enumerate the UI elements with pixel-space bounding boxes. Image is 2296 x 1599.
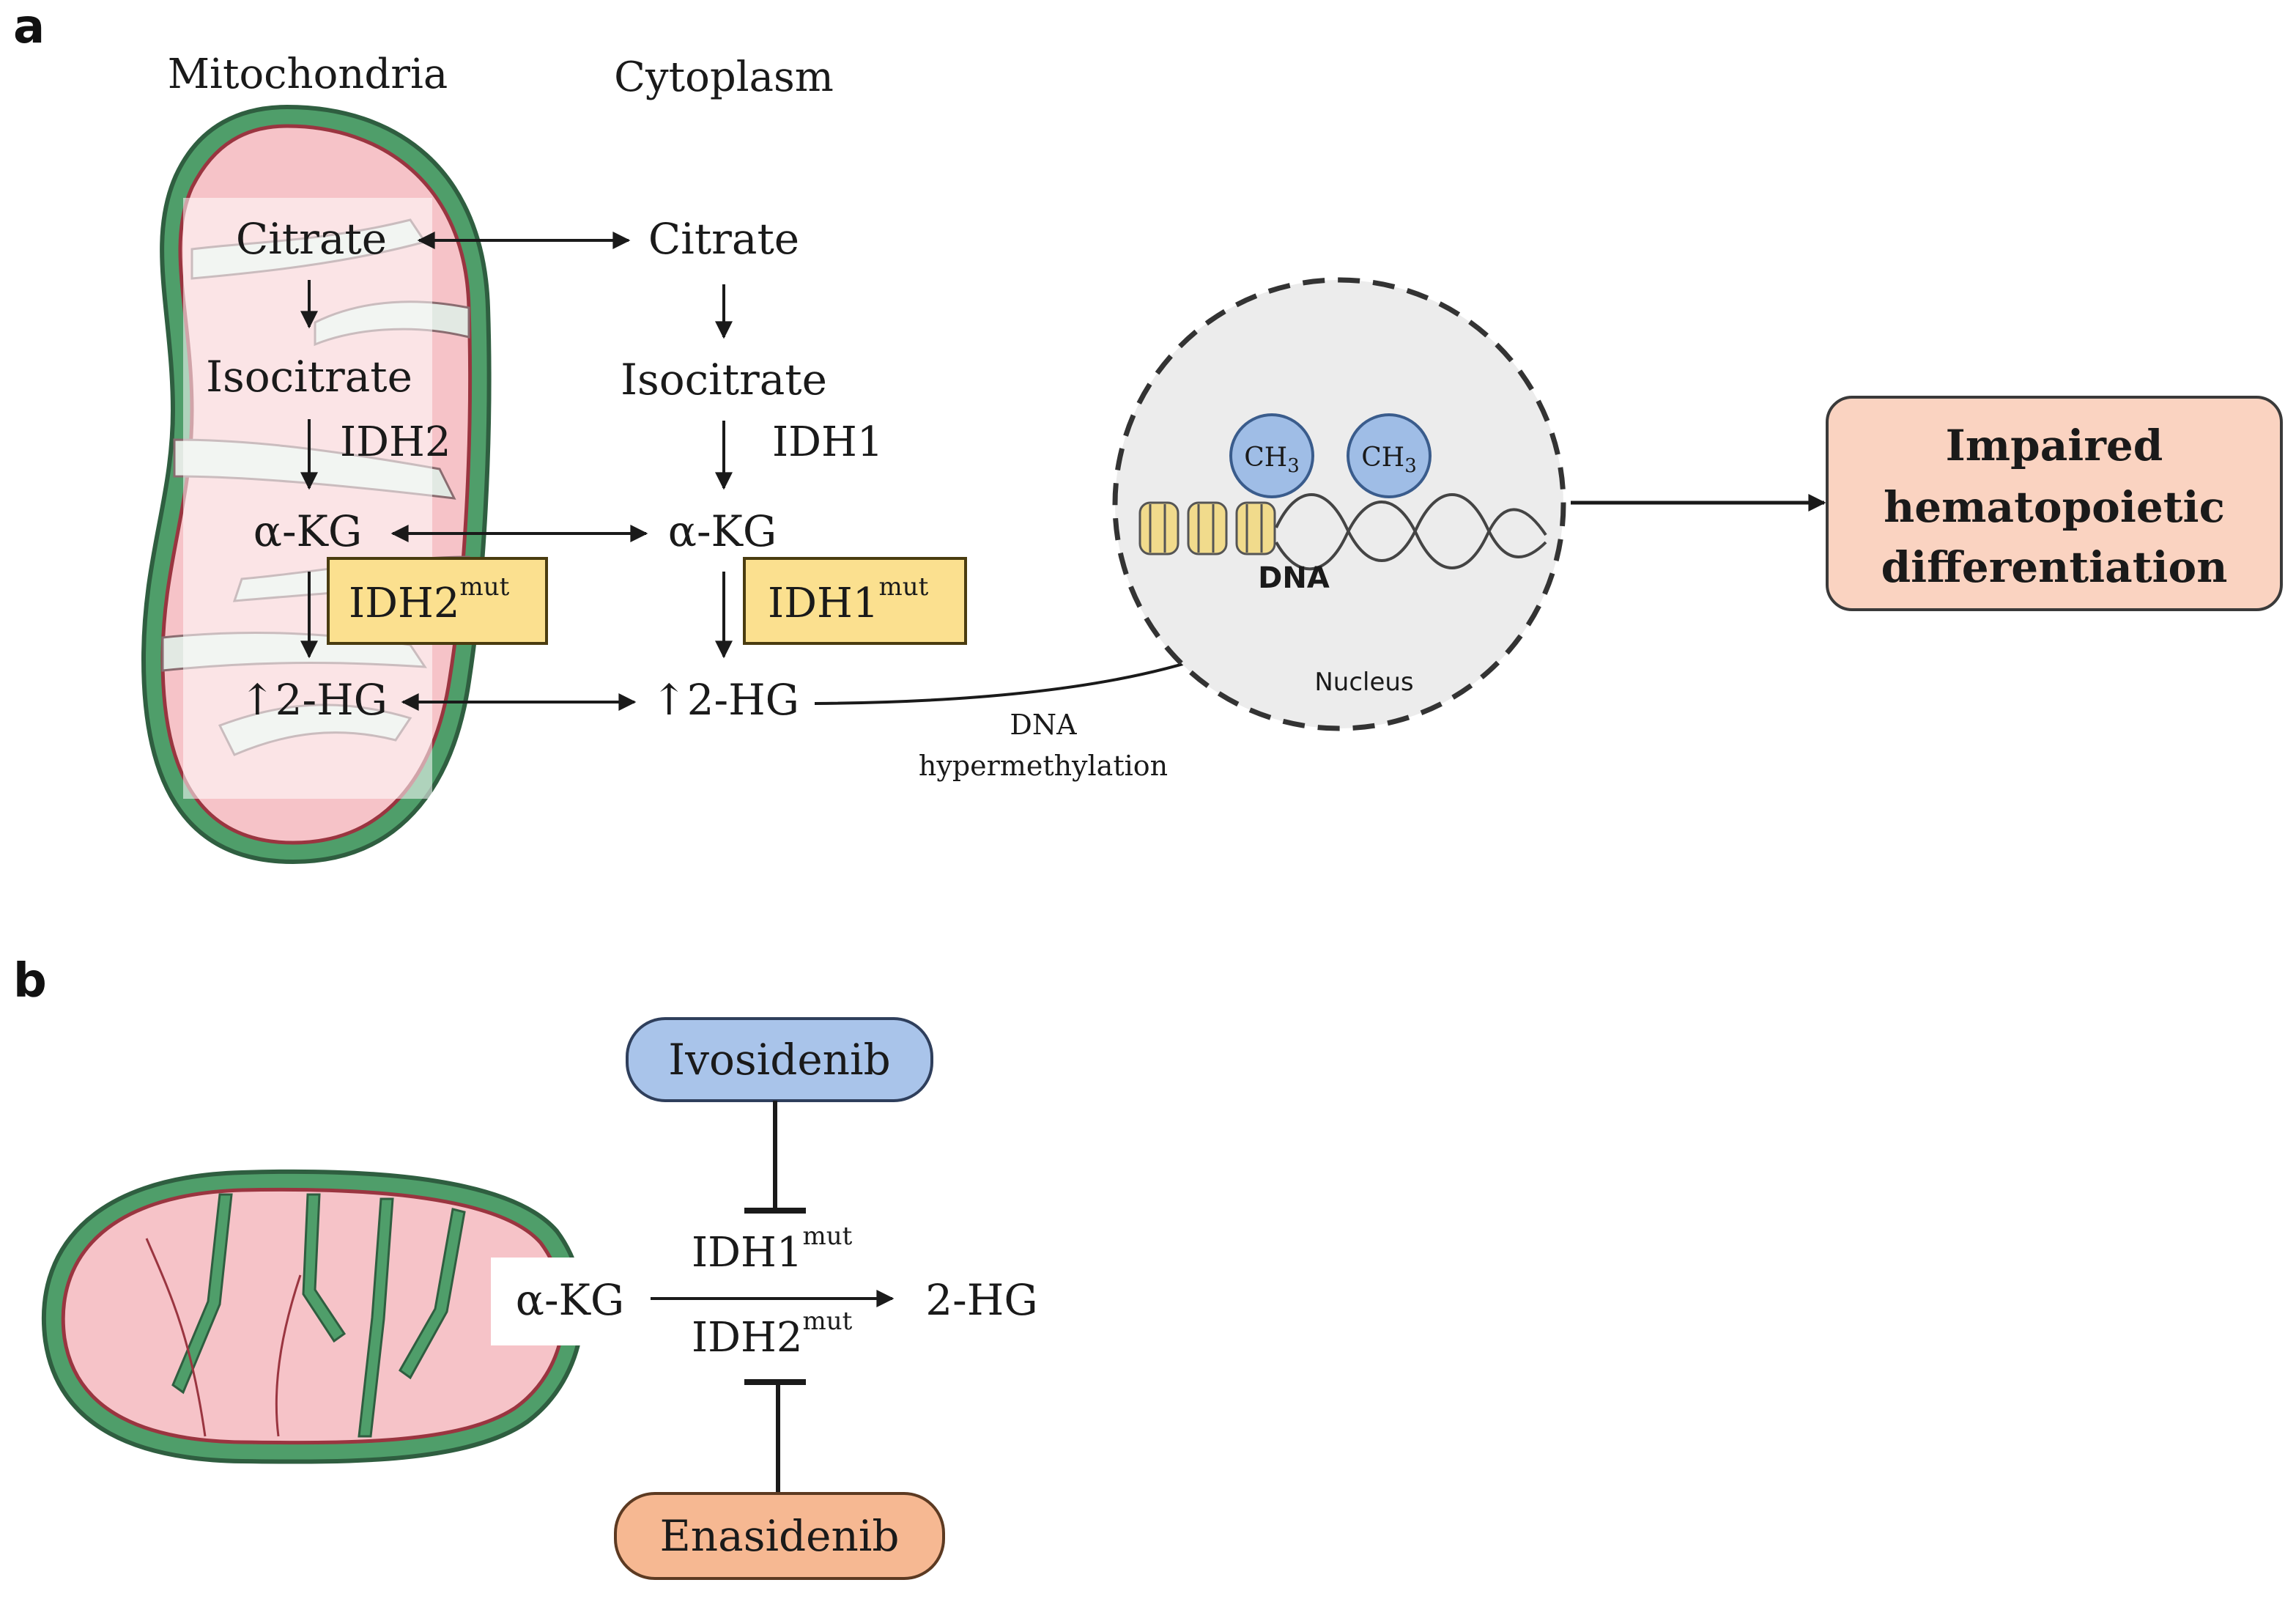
panel-b-substrate: α-KG [516, 1275, 624, 1325]
cyto-citrate: Citrate [648, 214, 799, 264]
methyl-group-2 [1347, 413, 1432, 498]
panel-a-label: a [13, 0, 45, 54]
idh2-mut-label: IDH2mut [349, 572, 510, 627]
cytoplasm-label: Cytoplasm [614, 53, 834, 101]
mito-akg: α-KG [253, 506, 362, 556]
idh1-mut-box [743, 557, 967, 645]
methyl-label-1: CH3 [1244, 443, 1300, 477]
nucleus-label: Nucleus [1314, 668, 1413, 697]
mitochondria-label: Mitochondria [168, 51, 448, 98]
process-label-line2: hypermethylation [919, 750, 1168, 782]
dna-strand-1 [1275, 493, 1547, 562]
panel-b-label: b [13, 954, 47, 1008]
mito-citrate: Citrate [236, 214, 387, 264]
mitochondrion-illustration [141, 104, 492, 865]
outcome-line1: Impaired [1946, 421, 2163, 470]
cyto-2hg: ↑2-HG [651, 675, 799, 725]
process-label-line1: DNA [1010, 709, 1077, 741]
outcome-line2: hematopoietic [1884, 482, 2225, 532]
mitochondrion-horizontal-illustration [41, 1169, 637, 1464]
idh1-mut-label: IDH1mut [768, 572, 929, 627]
idh2-mut-box [327, 557, 548, 645]
cyto-isocitrate: Isocitrate [621, 355, 827, 405]
mito-isocitrate: Isocitrate [206, 352, 412, 402]
mito-2hg: ↑2-HG [240, 675, 388, 725]
methyl-label-2: CH3 [1361, 443, 1417, 477]
ivosidenib-box [626, 1017, 933, 1102]
outcome-box [1826, 396, 2283, 611]
nucleus: CH3 CH3 DNA Nucleus [1112, 277, 1566, 731]
cyto-akg: α-KG [668, 506, 777, 556]
outcome-line3: differentiation [1881, 542, 2228, 592]
nucleosomes [1138, 501, 1276, 555]
panel-b-product: 2-HG [925, 1275, 1037, 1325]
idh2-label: IDH2 [340, 418, 451, 466]
ivosidenib-label: Ivosidenib [668, 1035, 890, 1085]
panel-b-idh2-mut: IDH2mut [692, 1307, 853, 1362]
dna-strand-2 [1275, 501, 1547, 571]
methyl-group-1 [1229, 413, 1314, 498]
dna-label: DNA [1258, 561, 1330, 595]
enasidenib-box [614, 1492, 945, 1580]
panel-b-idh1-mut: IDH1mut [692, 1222, 853, 1277]
enasidenib-label: Enasidenib [659, 1511, 899, 1561]
idh1-label: IDH1 [772, 418, 883, 466]
